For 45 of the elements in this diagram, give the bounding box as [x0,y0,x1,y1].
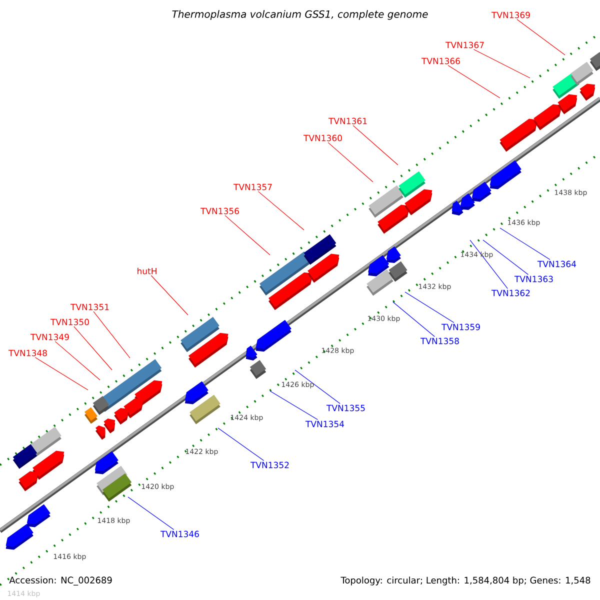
leader-line [328,142,374,182]
leader-line [448,65,500,98]
gene-label: TVN1367 [445,42,484,48]
gene-label: TVN1359 [441,324,480,330]
gene-label: TVN1364 [537,260,576,268]
leader-line [500,228,550,260]
leader-line [150,275,188,316]
gene-label: TVN1349 [30,334,69,340]
leader-line [93,311,130,358]
gene-label: TVN1357 [233,184,272,190]
leader-line [404,292,454,323]
leader-line [482,240,529,275]
gene-label: TVN1363 [514,276,553,282]
leader-line [224,215,270,256]
leader-line [516,19,566,56]
gene-label: TVN1355 [326,404,365,412]
leader-line [392,302,435,337]
gene-label: TVN1350 [50,318,89,326]
leader-line [294,370,340,404]
leader-line [128,496,174,530]
gene-label: TVN1346 [160,530,199,538]
gene-label: TVN1369 [491,12,530,18]
leader-line [352,125,398,166]
gene-label: TVN1356 [200,208,239,214]
info-text: Topology: circular; Length: 1,584,804 bp; Genes: 1,548 [340,576,590,586]
leader-line [218,428,264,461]
leader-line [470,240,508,289]
gene-label: TVN1360 [303,134,342,142]
leader-line [258,191,304,230]
gene-label: TVN1362 [491,290,530,296]
gene-label: TVN1358 [420,338,459,344]
gene-label: TVN1352 [250,462,289,468]
gene-label: TVN1361 [328,118,367,124]
gene-label: TVN1366 [421,58,460,64]
gene-label: hutH [138,268,156,274]
leader-line [34,357,88,390]
leader-line [54,341,100,380]
info-text: Accession: NC_002689 [9,576,112,586]
leader-line [473,49,530,78]
leader-line [74,326,112,370]
title: Thermoplasma volcanium GSS1, complete genome [172,10,428,20]
gene-label: TVN1348 [8,350,47,356]
gene-label: TVN1354 [305,420,344,428]
gene-label: TVN1351 [70,304,109,310]
leader-line [270,390,318,420]
